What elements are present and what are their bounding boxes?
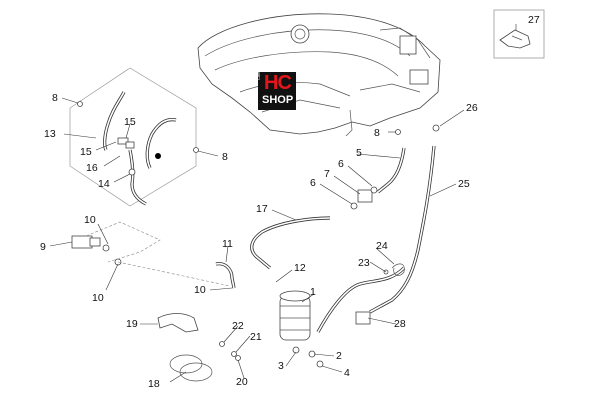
callout-25: 25 — [458, 178, 470, 190]
bracket-19 — [157, 313, 199, 333]
callout-7: 7 — [324, 168, 330, 180]
callout-5: 5 — [356, 147, 362, 159]
callout-6: 6 — [310, 177, 316, 189]
callout-27: 27 — [528, 14, 540, 26]
callout-8: 8 — [222, 151, 228, 163]
callout-21: 21 — [250, 331, 262, 343]
ring-18a — [169, 354, 203, 374]
logo-side-text: Cafemoto.eu — [256, 57, 261, 80]
callout-8: 8 — [374, 127, 380, 139]
callout-15: 15 — [124, 116, 136, 128]
callout-28: 28 — [394, 318, 406, 330]
callout-9: 9 — [40, 241, 46, 253]
screw-8a — [77, 101, 83, 107]
fuel-tank — [197, 13, 441, 137]
callout-2: 2 — [336, 350, 342, 362]
callout-3: 3 — [278, 360, 284, 372]
screw-8b — [193, 147, 199, 153]
callout-10: 10 — [194, 284, 206, 296]
screw-8c — [395, 129, 401, 135]
callout-20: 20 — [236, 376, 248, 388]
callout-6: 6 — [338, 158, 344, 170]
clip-24 — [391, 263, 405, 276]
callout-17: 17 — [256, 203, 268, 215]
screw-4 — [316, 360, 324, 368]
rubber-28 — [355, 311, 371, 325]
callout-16: 16 — [86, 162, 98, 174]
callout-23: 23 — [358, 257, 370, 269]
callout-15: 15 — [80, 146, 92, 158]
canister-1 — [279, 290, 311, 354]
cap-26 — [432, 124, 440, 132]
callout-14: 14 — [98, 178, 110, 190]
hc-shop-logo: Cafemoto.eu HC SHOP — [256, 57, 296, 110]
callout-12: 12 — [294, 262, 306, 274]
part-27-box — [493, 9, 545, 59]
callout-10: 10 — [92, 292, 104, 304]
callout-11: 11 — [222, 238, 233, 250]
callout-22: 22 — [232, 320, 244, 332]
callout-8: 8 — [52, 92, 58, 104]
valve-7 — [350, 186, 378, 210]
callout-26: 26 — [466, 102, 478, 114]
screw-22 — [219, 341, 225, 347]
logo-brand: HC — [264, 72, 292, 94]
callout-19: 19 — [126, 318, 138, 330]
logo-sub: SHOP — [262, 94, 294, 106]
screw-20 — [235, 355, 241, 361]
breather-group-box — [69, 67, 197, 207]
callout-1: 1 — [310, 286, 316, 298]
callout-18: 18 — [148, 378, 160, 390]
callout-10: 10 — [84, 214, 96, 226]
callout-4: 4 — [344, 367, 350, 379]
callout-24: 24 — [376, 240, 388, 252]
callout-13: 13 — [44, 128, 56, 140]
ring-18b — [179, 362, 213, 382]
screw-21 — [231, 351, 237, 357]
sensor-9 — [71, 235, 110, 252]
